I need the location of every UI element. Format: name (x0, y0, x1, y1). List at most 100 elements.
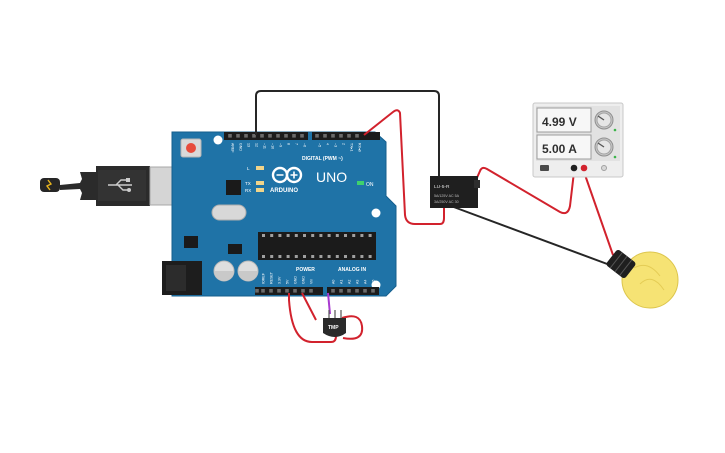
digital-pin-2[interactable] (244, 134, 248, 138)
digital-pin-7[interactable] (284, 134, 288, 138)
digital-pin-10[interactable] (315, 134, 319, 138)
chip-pin (303, 234, 306, 237)
digital-pin-label: TX▸1 (350, 143, 354, 151)
digital-pin-15[interactable] (355, 134, 359, 138)
power-pin-5[interactable] (301, 289, 305, 293)
analog-pin-4[interactable] (363, 289, 367, 293)
digital-pin-label: AREF (231, 143, 235, 153)
power-pin-label: IOREF (262, 272, 266, 284)
power-pin-nc[interactable] (255, 289, 259, 293)
digital-pin-13[interactable] (339, 134, 343, 138)
terminal-black[interactable] (570, 164, 578, 172)
chip-pin (319, 234, 323, 237)
power-pin-2[interactable] (277, 289, 281, 293)
digital-pin-label: ~6 (303, 143, 307, 147)
analog-pin-label: A5 (372, 280, 376, 284)
relay-line1: 5A/125V AC 5A (434, 194, 460, 198)
relay-line2: 3A/250V AC 30 (434, 200, 459, 204)
digital-pin-8[interactable] (292, 134, 296, 138)
analog-pin-5[interactable] (371, 289, 375, 293)
usb-symbol-icon (108, 178, 132, 192)
chip-pin (270, 255, 274, 258)
power-pin-label: Vin (310, 279, 314, 284)
wires[interactable] (255, 90, 619, 343)
power-pin-3[interactable] (285, 289, 289, 293)
power-pin-0[interactable] (261, 289, 265, 293)
chip-pin (311, 255, 315, 258)
digital-pin-1[interactable] (236, 134, 240, 138)
wire-sensor-to-a1 (341, 315, 364, 340)
analog-pin-3[interactable] (355, 289, 359, 293)
digital-pin-6[interactable] (276, 134, 280, 138)
arduino-model-text: UNO (316, 169, 347, 185)
power-pin-1[interactable] (269, 289, 273, 293)
led-tx-label: TX (245, 181, 251, 186)
analog-pin-0[interactable] (331, 289, 335, 293)
digital-pin-14[interactable] (347, 134, 351, 138)
analog-pin-2[interactable] (347, 289, 351, 293)
digital-pin-label: ~3 (334, 143, 338, 147)
led-rx (256, 188, 264, 192)
chip-pin (352, 255, 356, 258)
led-l (256, 166, 264, 170)
digital-pin-11[interactable] (323, 134, 327, 138)
power-pin-6[interactable] (309, 289, 313, 293)
analog-pin-label: A4 (364, 280, 368, 284)
chip-pin (335, 255, 339, 258)
digital-pin-4[interactable] (260, 134, 264, 138)
current-knob[interactable] (594, 137, 614, 157)
digital-pin-5[interactable] (268, 134, 272, 138)
chip-pin (368, 255, 372, 258)
terminal-red[interactable] (580, 164, 588, 172)
wire-5v-to-sensor (288, 293, 337, 343)
digital-pin-label: 12 (255, 143, 259, 147)
power-supply[interactable]: 4.99 V 5.00 A (532, 102, 624, 178)
analog-pin-label: A2 (348, 280, 352, 284)
digital-pin-label: 7 (295, 143, 299, 145)
reset-button[interactable] (180, 138, 202, 158)
voltage-knob[interactable] (594, 110, 614, 130)
sensor-label: TMP (328, 325, 339, 331)
relay[interactable]: LU-5-R 5A/125V AC 5A 3A/250V AC 30 (430, 176, 480, 208)
usb-chip (226, 180, 241, 195)
wire-sensor-vout-to-a0 (327, 292, 331, 315)
wire-gnd-to-relay (255, 90, 440, 176)
digital-pin-label: 4 (326, 143, 330, 145)
chip-pin (352, 234, 356, 237)
temperature-sensor[interactable]: TMP (323, 310, 346, 337)
chip-pin (311, 234, 315, 237)
arduino-logo-icon (271, 166, 303, 184)
chip-pin (278, 234, 282, 237)
power-label: POWER (296, 267, 315, 273)
analog-pin-1[interactable] (339, 289, 343, 293)
capacitor-1 (213, 260, 235, 282)
arduino-board[interactable]: ARDUINO UNO ON L TX RX DIGITAL (PWM ~) A… (162, 131, 397, 297)
digital-header[interactable] (224, 132, 380, 140)
light-bulb[interactable] (605, 249, 679, 309)
wire-gnd-to-sensor (301, 292, 317, 321)
power-header[interactable] (255, 287, 379, 295)
power-pin-label: GND (294, 276, 298, 284)
chip-pin (270, 234, 274, 237)
chip-pin (335, 234, 339, 237)
digital-pin-12[interactable] (331, 134, 335, 138)
chip-pin (327, 255, 331, 258)
on-led (357, 181, 364, 185)
digital-pin-9[interactable] (300, 134, 304, 138)
power-switch[interactable] (540, 165, 549, 171)
power-pin-4[interactable] (293, 289, 297, 293)
digital-pin-label: RX◂0 (358, 143, 362, 152)
digital-pin-3[interactable] (252, 134, 256, 138)
regulator (184, 236, 198, 248)
chip-pin (360, 234, 364, 237)
led-l-label: L (247, 166, 250, 171)
digital-pin-0[interactable] (228, 134, 232, 138)
chip-pin (294, 255, 298, 258)
voltage-display: 4.99 V (542, 115, 577, 129)
wire-pin2-to-relay (363, 109, 445, 225)
chip-pin (278, 255, 282, 258)
power-pin-label: RESET (270, 271, 274, 284)
regulator-2 (228, 244, 242, 254)
arduino-brand-text: ARDUINO (270, 188, 298, 194)
